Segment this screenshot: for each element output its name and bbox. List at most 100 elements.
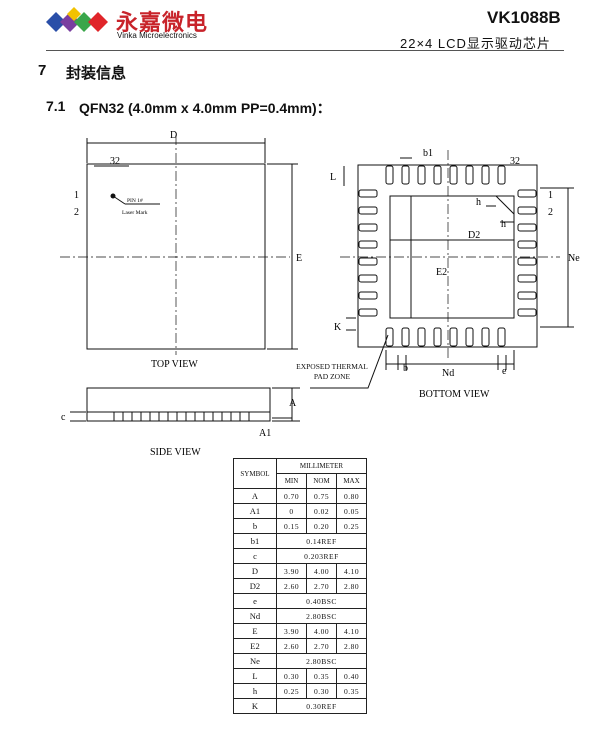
bottom-pad <box>401 165 410 185</box>
symbol-cell: c <box>233 548 277 564</box>
value-cell-max: 0.05 <box>336 503 367 519</box>
value-cell-max: 2.80 <box>336 638 367 654</box>
symbol-cell: e <box>233 593 277 609</box>
value-cell-max: 0.40 <box>336 668 367 684</box>
bottom-pad <box>433 165 442 185</box>
symbol-cell: Nd <box>233 608 277 624</box>
dim-E-label: E <box>296 253 302 264</box>
section-title: 封装信息 <box>66 65 127 82</box>
top-view-outline <box>86 163 266 350</box>
document-subtitle: 22×4 LCD显示驱动芯片 <box>400 36 551 51</box>
pin-32-label-top: 32 <box>110 156 120 167</box>
side-pad <box>203 411 214 422</box>
bottom-pad <box>358 291 378 300</box>
bottom-pad <box>433 327 442 347</box>
side-pad <box>131 411 142 422</box>
bottom-view-label: BOTTOM VIEW <box>419 389 490 400</box>
col-nom-header: NOM <box>306 473 337 489</box>
value-cell: 2.80BSC <box>276 653 367 669</box>
logo-subtext: Vinka Microelectronics <box>117 31 197 40</box>
dim-b1-label: b1 <box>423 148 433 159</box>
symbol-cell: A <box>233 488 277 504</box>
symbol-header: SYMBOL <box>233 458 277 489</box>
value-cell-nom: 2.70 <box>306 638 337 654</box>
dim-c-label: c <box>61 412 66 423</box>
value-cell: 0.14REF <box>276 533 367 549</box>
package-drawing: D 32 1 2 E TOP VIEW A A1 c SIDE VIEW b1 … <box>60 130 580 458</box>
dim-Nd-label: Nd <box>442 368 454 379</box>
dim-e-label: e <box>502 366 507 377</box>
pin-2-label-bottom: 2 <box>548 207 553 218</box>
value-cell-nom: 4.00 <box>306 563 337 579</box>
pin1-marker-label: PIN 1# <box>127 198 143 204</box>
symbol-cell: A1 <box>233 503 277 519</box>
bottom-pad <box>385 327 394 347</box>
col-min-header: MIN <box>276 473 307 489</box>
bottom-pad <box>358 189 378 198</box>
dim-b-label: b <box>403 363 408 374</box>
value-cell-max: 0.80 <box>336 488 367 504</box>
value-cell-min: 2.60 <box>276 578 307 594</box>
symbol-cell: D2 <box>233 578 277 594</box>
bottom-pad <box>465 327 474 347</box>
bottom-pad <box>517 223 537 232</box>
side-pad <box>221 411 232 422</box>
value-cell-min: 0.25 <box>276 683 307 699</box>
dim-D2-label: D2 <box>468 230 480 241</box>
pin-1-label-bottom: 1 <box>548 190 553 201</box>
value-cell-min: 3.90 <box>276 623 307 639</box>
symbol-cell: b <box>233 518 277 534</box>
bottom-pad <box>385 165 394 185</box>
symbol-cell: E <box>233 623 277 639</box>
value-cell-nom: 0.20 <box>306 518 337 534</box>
value-cell-max: 4.10 <box>336 563 367 579</box>
value-cell-nom: 0.35 <box>306 668 337 684</box>
bottom-pad <box>358 308 378 317</box>
bottom-pad <box>481 327 490 347</box>
value-cell-nom: 0.30 <box>306 683 337 699</box>
bottom-pad <box>358 257 378 266</box>
value-cell-nom: 2.70 <box>306 578 337 594</box>
value-cell: 0.203REF <box>276 548 367 564</box>
bottom-pad <box>517 308 537 317</box>
dim-Ne-label: Ne <box>568 253 580 264</box>
bottom-pad <box>517 206 537 215</box>
pin-2-label-top: 2 <box>74 207 79 218</box>
bottom-pad <box>465 165 474 185</box>
value-cell-max: 0.25 <box>336 518 367 534</box>
bottom-pad <box>481 165 490 185</box>
side-view-pads <box>113 411 250 422</box>
value-cell-nom: 0.75 <box>306 488 337 504</box>
value-cell-max: 0.35 <box>336 683 367 699</box>
bottom-pad <box>358 206 378 215</box>
top-view-label: TOP VIEW <box>151 359 198 370</box>
value-cell: 2.80BSC <box>276 608 367 624</box>
symbol-cell: L <box>233 668 277 684</box>
value-cell: 0.40BSC <box>276 593 367 609</box>
logo-text: 永嘉微电 <box>116 10 209 35</box>
symbol-cell: Ne <box>233 653 277 669</box>
bottom-pad <box>497 327 506 347</box>
col-max-header: MAX <box>336 473 367 489</box>
unit-header: MILLIMETER <box>276 458 367 474</box>
dim-E2-label: E2 <box>436 267 447 278</box>
bottom-pad <box>358 223 378 232</box>
part-number: VK1088B <box>487 8 561 27</box>
thermal-pad-label: EXPOSED THERMAL PAD ZONE <box>296 362 368 381</box>
subsection-title: QFN32 (4.0mm x 4.0mm PP=0.4mm)： <box>79 100 331 116</box>
bottom-pad <box>517 274 537 283</box>
bottom-pad <box>417 165 426 185</box>
